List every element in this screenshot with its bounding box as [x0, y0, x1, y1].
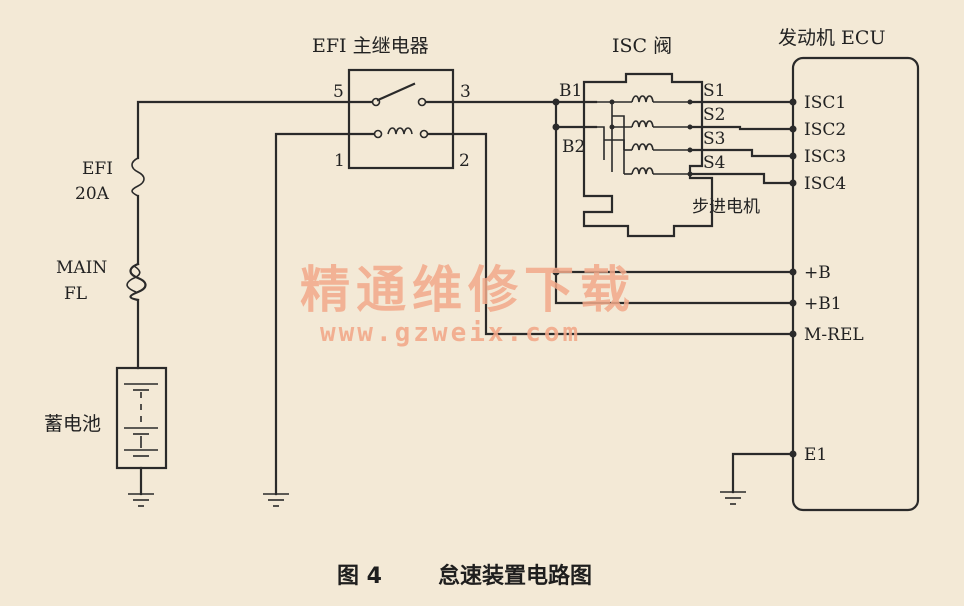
isc-s2-label: S2 [703, 105, 725, 125]
ground-symbol [720, 491, 746, 505]
main-fl-label: MAIN [56, 258, 107, 278]
isc-b1-label: B1 [559, 81, 582, 101]
isc3-wire [688, 148, 795, 158]
isc-internal-b2 [596, 126, 605, 160]
ecu-pin-isc4: ISC4 [804, 174, 846, 194]
ecu-box [791, 56, 920, 512]
supply-wire [136, 100, 351, 160]
plus-b-wire [554, 125, 795, 305]
isc-valve-housing [582, 72, 714, 238]
relay-title: EFI 主继电器 [312, 35, 429, 57]
junction-dot [552, 98, 560, 106]
isc-s1-label: S1 [703, 81, 725, 101]
main-fl-sub: FL [64, 284, 87, 304]
stepper-coil-1 [612, 95, 690, 103]
isc-b2-bus [554, 100, 598, 129]
m-rel-wire [451, 132, 795, 336]
battery-label: 蓄电池 [44, 413, 101, 435]
isc-b2-label: B2 [562, 137, 585, 157]
ground-symbol [128, 493, 154, 507]
junction-dot [609, 124, 615, 130]
isc4-wire [688, 172, 795, 185]
ecu-e1-ground-wire [731, 452, 795, 494]
watermark-chinese: 精通维修下载 [300, 261, 636, 319]
relay-pin-1: 1 [334, 151, 345, 171]
stepper-coil-3 [612, 115, 690, 151]
ecu-pin-e1: E1 [804, 445, 827, 465]
ecu-pin-isc1: ISC1 [804, 93, 846, 113]
ecu-pin-plus-b1: +B1 [804, 294, 842, 314]
relay-coil-ground-wire [274, 132, 351, 496]
ecu-pin-plus-b: +B [804, 263, 831, 283]
ecu-title: 发动机 ECU [778, 27, 885, 49]
relay-box [347, 68, 455, 170]
junction-dot [609, 99, 615, 105]
relay-pin-5: 5 [333, 82, 344, 102]
isc-s4-label: S4 [703, 153, 725, 173]
isc2-wire [688, 125, 795, 131]
figure-caption: 怠速装置电路图 [438, 563, 592, 589]
efi-fuse-symbol [131, 157, 145, 197]
isc-s3-label: S3 [703, 129, 725, 149]
ecu-pin-m-rel: M-REL [804, 325, 864, 345]
relay-pin-2: 2 [459, 151, 470, 171]
efi-fuse-rating: 20A [75, 184, 110, 204]
junction-dot [552, 268, 560, 276]
ecu-pin-isc2: ISC2 [804, 120, 846, 140]
relay-coil [347, 127, 455, 139]
isc-valve-title: ISC 阀 [612, 35, 672, 57]
efi-fuse-label: EFI [82, 159, 113, 179]
ground-symbol [263, 493, 289, 507]
stepper-coil-4 [604, 139, 690, 175]
stepper-coil-2 [612, 120, 690, 128]
ecu-pin-isc3: ISC3 [804, 147, 846, 167]
stepper-motor-label: 步进电机 [692, 197, 760, 217]
figure-number: 图 4 [337, 564, 382, 589]
relay-switch-contact [347, 82, 455, 107]
relay-pin-3: 3 [460, 82, 471, 102]
main-fusible-link-symbol [126, 262, 147, 302]
watermark-url: www.gzweix.com [320, 318, 581, 348]
battery-cells [124, 383, 158, 457]
